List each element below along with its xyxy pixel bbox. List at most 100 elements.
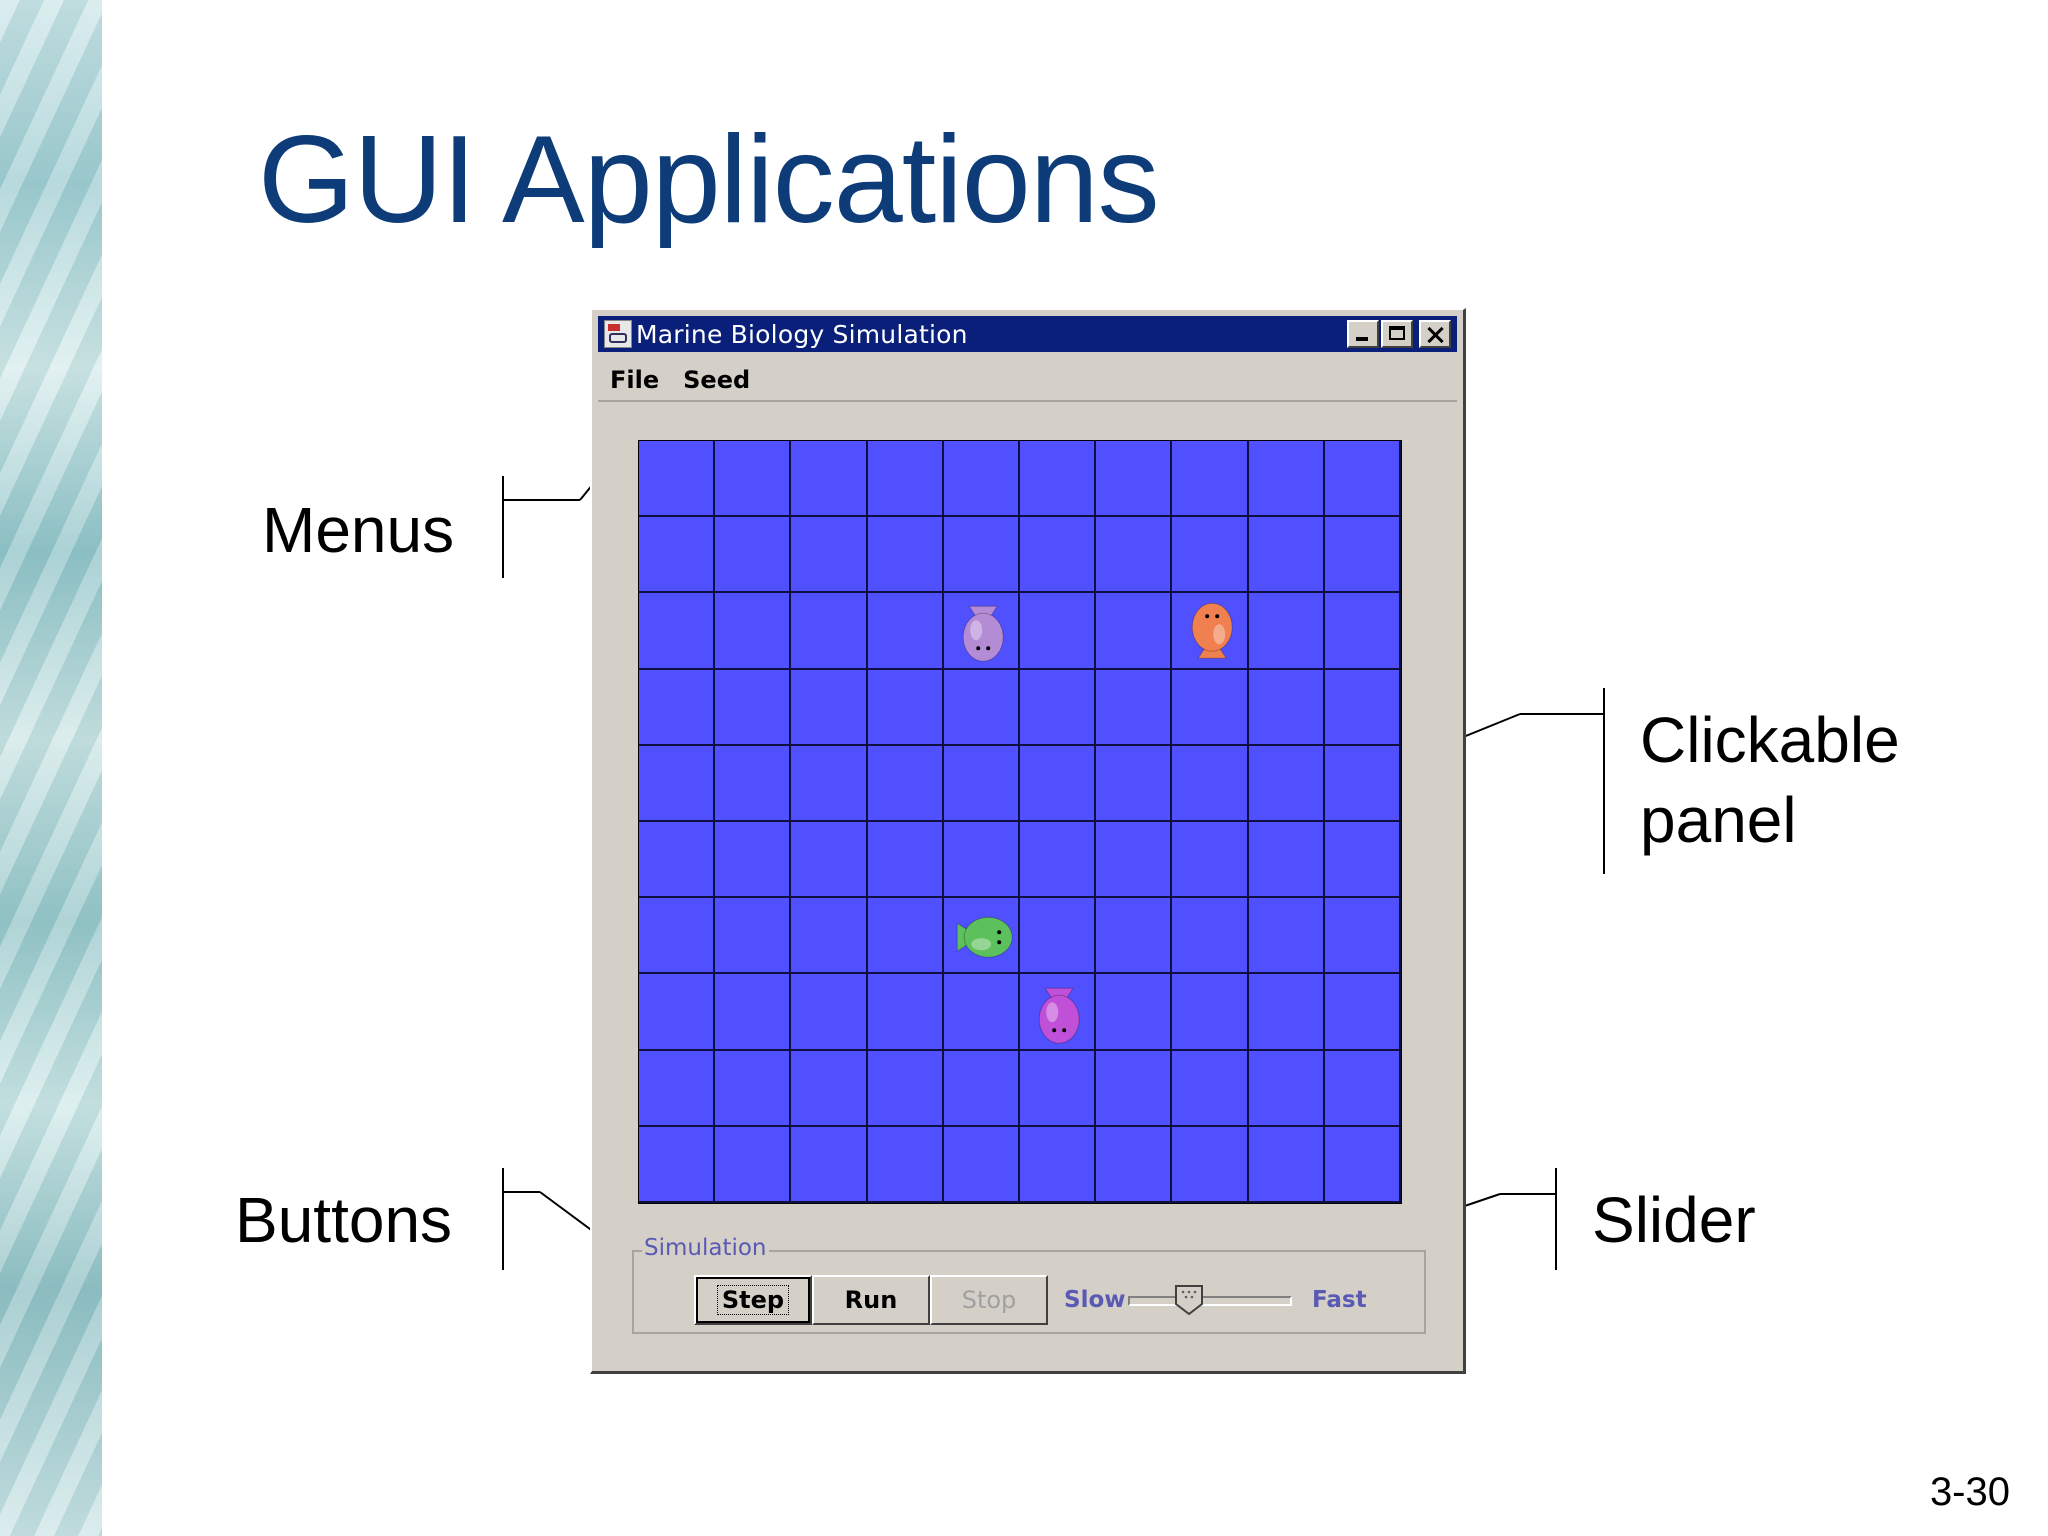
grid-cell[interactable] [943, 1126, 1020, 1203]
grid-cell[interactable] [1019, 669, 1097, 746]
grid-cell[interactable] [867, 745, 944, 822]
grid-cell[interactable] [715, 745, 792, 822]
grid-cell[interactable] [1324, 1050, 1401, 1127]
grid-cell[interactable] [943, 669, 1020, 746]
grid-cell[interactable] [1019, 745, 1097, 822]
grid-cell[interactable] [715, 441, 792, 518]
grid-cell[interactable] [1248, 669, 1325, 746]
grid-cell[interactable] [1248, 593, 1325, 670]
grid-cell[interactable] [943, 1050, 1020, 1127]
grid-cell[interactable] [639, 441, 716, 518]
grid-cell[interactable] [639, 517, 716, 594]
grid-cell[interactable] [867, 1126, 944, 1203]
grid-cell[interactable] [715, 898, 792, 975]
fish-icon[interactable] [945, 594, 1021, 670]
grid-cell[interactable] [639, 898, 716, 975]
grid-cell[interactable] [1096, 517, 1173, 594]
grid-cell[interactable] [639, 1126, 716, 1203]
grid-cell[interactable] [867, 821, 944, 899]
grid-cell[interactable] [1324, 517, 1401, 594]
grid-cell[interactable] [715, 821, 792, 899]
grid-cell[interactable] [1172, 1126, 1249, 1203]
window-titlebar[interactable]: Marine Biology Simulation [598, 316, 1457, 352]
grid-cell[interactable] [1324, 745, 1401, 822]
grid-cell[interactable] [867, 593, 944, 670]
grid-cell[interactable] [1172, 517, 1249, 594]
grid-cell[interactable] [1019, 1050, 1097, 1127]
grid-cell[interactable] [1248, 441, 1325, 518]
grid-cell[interactable] [1324, 1126, 1401, 1203]
speed-slider-thumb[interactable] [1174, 1284, 1204, 1316]
grid-cell[interactable] [1172, 974, 1249, 1051]
grid-cell[interactable] [943, 898, 1020, 975]
grid-cell[interactable] [791, 517, 868, 594]
minimize-icon[interactable] [1347, 320, 1379, 348]
grid-cell[interactable] [867, 441, 944, 518]
grid-cell[interactable] [639, 1050, 716, 1127]
ocean-grid-panel[interactable] [638, 440, 1402, 1204]
grid-cell[interactable] [639, 669, 716, 746]
grid-cell[interactable] [1248, 821, 1325, 899]
grid-cell[interactable] [791, 1050, 868, 1127]
grid-cell[interactable] [1096, 669, 1173, 746]
grid-cell[interactable] [791, 821, 868, 899]
grid-cell[interactable] [715, 669, 792, 746]
grid-cell[interactable] [1248, 898, 1325, 975]
fish-icon[interactable] [1021, 976, 1097, 1052]
grid-cell[interactable] [1096, 441, 1173, 518]
grid-cell[interactable] [791, 974, 868, 1051]
grid-cell[interactable] [715, 974, 792, 1051]
grid-cell[interactable] [1019, 517, 1097, 594]
grid-cell[interactable] [1248, 1126, 1325, 1203]
grid-cell[interactable] [715, 1050, 792, 1127]
grid-cell[interactable] [1172, 669, 1249, 746]
grid-cell[interactable] [943, 974, 1020, 1051]
fish-icon[interactable] [1174, 594, 1250, 670]
speed-slider-track[interactable] [1128, 1296, 1292, 1306]
grid-cell[interactable] [1248, 745, 1325, 822]
grid-cell[interactable] [639, 593, 716, 670]
grid-cell[interactable] [1172, 1050, 1249, 1127]
grid-cell[interactable] [791, 441, 868, 518]
grid-cell[interactable] [791, 745, 868, 822]
grid-cell[interactable] [867, 1050, 944, 1127]
grid-cell[interactable] [943, 441, 1020, 518]
maximize-icon[interactable] [1381, 320, 1413, 348]
grid-cell[interactable] [1324, 593, 1401, 670]
grid-cell[interactable] [1324, 974, 1401, 1051]
grid-cell[interactable] [1172, 821, 1249, 899]
grid-cell[interactable] [715, 517, 792, 594]
grid-cell[interactable] [943, 745, 1020, 822]
grid-cell[interactable] [1019, 821, 1097, 899]
grid-cell[interactable] [1172, 898, 1249, 975]
grid-cell[interactable] [1019, 593, 1097, 670]
grid-cell[interactable] [867, 669, 944, 746]
grid-cell[interactable] [1096, 898, 1173, 975]
grid-cell[interactable] [1096, 745, 1173, 822]
grid-cell[interactable] [1019, 1126, 1097, 1203]
grid-cell[interactable] [791, 669, 868, 746]
grid-cell[interactable] [1096, 821, 1173, 899]
grid-cell[interactable] [867, 517, 944, 594]
grid-cell[interactable] [1324, 669, 1401, 746]
grid-cell[interactable] [867, 898, 944, 975]
grid-cell[interactable] [943, 821, 1020, 899]
grid-cell[interactable] [1324, 898, 1401, 975]
close-icon[interactable] [1419, 320, 1451, 348]
grid-cell[interactable] [1096, 974, 1173, 1051]
grid-cell[interactable] [639, 821, 716, 899]
grid-cell[interactable] [1248, 517, 1325, 594]
grid-cell[interactable] [943, 517, 1020, 594]
grid-cell[interactable] [1248, 974, 1325, 1051]
step-button[interactable]: Step [694, 1275, 812, 1325]
grid-cell[interactable] [1019, 441, 1097, 518]
grid-cell[interactable] [1096, 593, 1173, 670]
grid-cell[interactable] [1248, 1050, 1325, 1127]
grid-cell[interactable] [1172, 745, 1249, 822]
grid-cell[interactable] [715, 593, 792, 670]
grid-cell[interactable] [1172, 441, 1249, 518]
grid-cell[interactable] [791, 898, 868, 975]
grid-cell[interactable] [715, 1126, 792, 1203]
grid-cell[interactable] [791, 1126, 868, 1203]
grid-cell[interactable] [639, 745, 716, 822]
